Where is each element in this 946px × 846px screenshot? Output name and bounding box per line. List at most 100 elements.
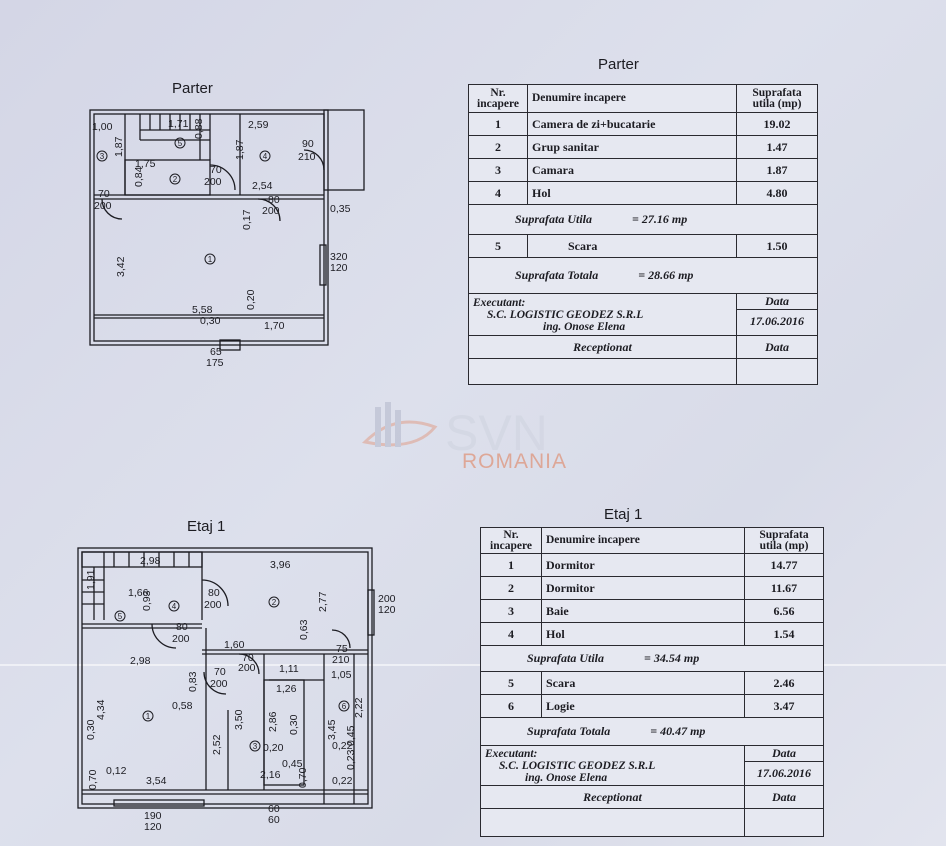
door-label: 210	[298, 151, 316, 163]
dim-label: 0,70	[87, 769, 99, 790]
dim-label: 1,60	[224, 639, 245, 651]
door-label: 70	[210, 164, 222, 176]
room-number: 3	[100, 152, 105, 161]
dim-label: 1,87	[113, 136, 125, 157]
dim-label: 0,30	[288, 714, 300, 735]
window-label: 60	[268, 803, 280, 815]
door-label: 70	[214, 666, 226, 678]
door-label: 200	[204, 599, 222, 611]
dim-label: 1,11	[279, 663, 299, 675]
window-label: 320	[330, 251, 348, 263]
window-label: 60	[268, 814, 280, 826]
dim-label: 0,45	[282, 758, 303, 770]
window-label: 200	[378, 593, 396, 605]
total-row: Suprafata Totala= 40.47 mp	[480, 717, 824, 746]
dim-label: 0,20	[263, 742, 284, 754]
dim-label: 1,26	[276, 683, 297, 695]
dim-label: 0,23	[345, 749, 357, 770]
dim-label: 0,22	[332, 775, 353, 787]
door-label: 70	[98, 188, 110, 200]
door-label: 70	[242, 652, 254, 664]
room-number: 2	[272, 598, 277, 607]
etaj-floor-plan: 2,98 3,96 1,91 1,66 0,93 2,77 1,60 0,63 …	[77, 547, 396, 833]
door-label: 80	[176, 621, 188, 633]
dim-label: 0,63	[298, 619, 310, 640]
room-number: 5	[118, 612, 123, 621]
dim-label: 1,71	[168, 118, 189, 130]
window-label: 175	[206, 357, 224, 369]
dim-label: 3,96	[270, 559, 291, 571]
dim-label: 1,05	[331, 669, 352, 681]
dim-label: 0,58	[172, 700, 193, 712]
room-number: 5	[178, 139, 183, 148]
dim-label: 2,98	[130, 655, 151, 667]
window-label: 120	[378, 604, 396, 616]
dim-label: 0,88	[193, 118, 205, 139]
room-number: 2	[173, 175, 178, 184]
door-label: 90	[302, 138, 314, 150]
door-label: 80	[268, 194, 280, 206]
dim-label: 5,58	[192, 304, 213, 316]
total-row: Suprafata Totala= 28.66 mp	[468, 257, 818, 294]
parter-floor-plan: 1,00 1,71 2,59 0,88 1,87 1,87 0,84 1,75 …	[89, 109, 365, 369]
dim-label: 2,52	[211, 734, 223, 755]
dim-label: 0,30	[85, 719, 97, 740]
dim-label: 0,83	[187, 671, 199, 692]
window-label: 120	[330, 262, 348, 274]
door-label: 80	[208, 587, 220, 599]
door-label: 200	[238, 662, 256, 674]
util-row: Suprafata Utila= 27.16 mp	[468, 204, 818, 235]
dim-label: 4,34	[95, 699, 107, 720]
header-nr: Nr.incapere	[468, 84, 528, 113]
dim-label: 1,66	[128, 587, 149, 599]
header-nr: Nr.incapere	[480, 527, 542, 554]
dim-label: 2,22	[353, 697, 365, 718]
dim-label: 0,12	[106, 765, 127, 777]
room-number: 6	[342, 702, 347, 711]
window-label: 120	[144, 821, 162, 833]
door-label: 200	[210, 678, 228, 690]
watermark-country: ROMANIA	[462, 450, 568, 473]
header-denumire: Denumire incapere	[541, 527, 745, 554]
dim-label: 0,70	[297, 767, 309, 788]
dim-label: 0,45	[345, 725, 357, 746]
room-number: 1	[208, 255, 213, 264]
dim-label: 0,20	[245, 289, 257, 310]
dim-label: 1,70	[264, 320, 285, 332]
parter-plan-title: Parter	[172, 80, 213, 97]
room-number: 3	[253, 742, 258, 751]
parter-table-title: Parter	[598, 56, 639, 73]
room-number: 1	[146, 712, 151, 721]
door-label: 200	[94, 200, 112, 212]
door-label: 75	[336, 643, 348, 655]
dim-label: 3,50	[233, 709, 245, 730]
door-label: 210	[332, 654, 350, 666]
dim-label: 1,87	[234, 139, 246, 160]
door-label: 200	[204, 176, 222, 188]
dim-label: 3,42	[115, 256, 127, 277]
dim-label: 0,84	[133, 166, 145, 187]
dim-label: 2,54	[252, 180, 273, 192]
dim-label: 0,93	[141, 590, 153, 611]
etaj-table-title: Etaj 1	[604, 506, 643, 523]
dim-label: 1,00	[92, 121, 113, 133]
dim-label: 2,98	[140, 555, 161, 567]
window-label: 65	[210, 346, 222, 358]
